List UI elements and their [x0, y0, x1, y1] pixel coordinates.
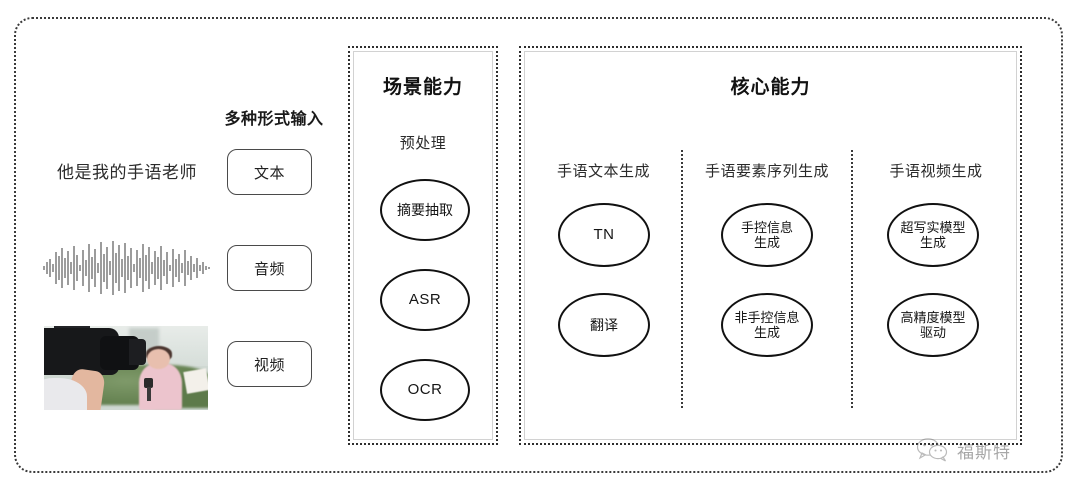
node-label: 手控信息 生成: [740, 219, 793, 250]
wechat-icon: [916, 438, 948, 462]
scene-panel-inner-border: [353, 51, 493, 440]
node-ocr[interactable]: OCR: [380, 359, 470, 421]
core-column-title-video-generation: 手语视频生成: [889, 163, 983, 180]
node-photoreal-model-generation[interactable]: 超写实模型 生成: [887, 203, 979, 267]
node-label: ASR: [408, 291, 442, 309]
scene-panel-title: 场景能力: [382, 77, 463, 98]
node-nonmanual-info-generation[interactable]: 非手控信息 生成: [721, 293, 813, 357]
node-label: 翻译: [590, 316, 618, 333]
audio-waveform-icon: [43, 241, 210, 295]
input-modality-text[interactable]: 文本: [227, 149, 312, 195]
node-label: OCR: [407, 381, 443, 399]
scene-capability-panel: 场景能力 预处理 摘要抽取 ASR OCR: [348, 46, 498, 445]
input-section-heading: 多种形式输入: [224, 111, 324, 128]
input-modality-video[interactable]: 视频: [227, 341, 312, 387]
input-sample-text: 他是我的手语老师: [57, 163, 197, 182]
core-panel-title: 核心能力: [730, 77, 811, 98]
node-label: 高精度模型 驱动: [900, 309, 966, 340]
node-summary-extraction[interactable]: 摘要抽取: [380, 179, 470, 241]
node-high-precision-model-driving[interactable]: 高精度模型 驱动: [887, 293, 979, 357]
core-column-title-text-generation: 手语文本生成: [556, 163, 650, 180]
scene-column-title-preprocess: 预处理: [399, 135, 447, 152]
node-manual-info-generation[interactable]: 手控信息 生成: [721, 203, 813, 267]
video-thumbnail: [44, 326, 208, 410]
core-column-title-element-sequence: 手语要素序列生成: [704, 163, 829, 180]
node-asr[interactable]: ASR: [380, 269, 470, 331]
input-modality-audio[interactable]: 音频: [227, 245, 312, 291]
node-label: 非手控信息 生成: [734, 309, 800, 340]
node-label: 超写实模型 生成: [900, 219, 966, 250]
outer-frame: [14, 17, 1063, 473]
node-label: TN: [593, 226, 615, 244]
node-label: 摘要抽取: [397, 201, 453, 218]
watermark-label: 福斯特: [957, 442, 1011, 462]
core-divider-2: [851, 150, 853, 408]
node-translation[interactable]: 翻译: [558, 293, 650, 357]
core-panel-inner-border: [524, 51, 1017, 440]
node-tn[interactable]: TN: [558, 203, 650, 267]
watermark: 福斯特: [916, 437, 1011, 463]
core-divider-1: [681, 150, 683, 408]
core-capability-panel: 核心能力 手语文本生成 TN 翻译 手语要素序列生成 手控信息 生成 非手控信息…: [519, 46, 1022, 445]
